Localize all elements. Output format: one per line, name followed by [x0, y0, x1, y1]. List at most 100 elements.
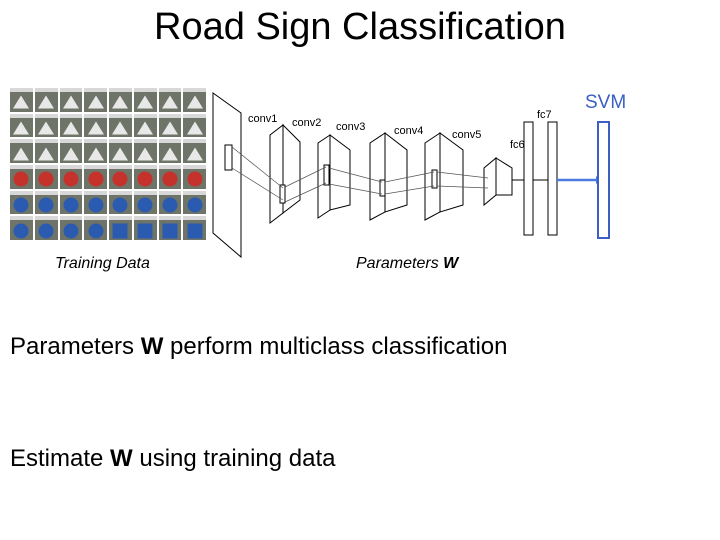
sign-thumbnail — [59, 88, 83, 112]
warning-triangle-icon — [112, 147, 129, 161]
warning-triangle-icon — [62, 147, 79, 161]
sign-thumbnail — [183, 88, 206, 112]
warning-triangle-icon — [62, 121, 79, 135]
training-data-image-grid — [10, 88, 206, 240]
kernel-1 — [224, 144, 233, 171]
round-sign-icon — [88, 171, 104, 187]
warning-triangle-icon — [161, 121, 178, 135]
sign-thumbnail — [109, 88, 132, 112]
warning-triangle-icon — [161, 147, 178, 161]
sign-thumbnail — [34, 88, 58, 112]
sign-thumbnail — [133, 164, 157, 189]
warning-triangle-icon — [13, 121, 30, 135]
conv2-block-front — [329, 134, 351, 211]
sign-thumbnail — [10, 216, 33, 240]
fc6-label: fc6 — [510, 139, 525, 151]
bullet-1-prefix: Parameters — [10, 333, 141, 360]
sign-thumbnail — [183, 139, 206, 163]
fc7-layer — [547, 121, 558, 236]
sign-thumbnail — [158, 216, 182, 240]
sign-thumbnail — [34, 113, 58, 138]
round-sign-icon — [187, 171, 203, 187]
bullet-parameters: Parameters W perform multiclass classifi… — [10, 333, 507, 361]
round-sign-icon — [63, 223, 79, 239]
slide-title: Road Sign Classification — [154, 6, 566, 48]
parameters-caption: Parameters W — [356, 255, 458, 273]
conv5-label: conv5 — [452, 129, 481, 141]
round-sign-icon — [38, 197, 54, 213]
connection-lines — [231, 146, 489, 203]
conv4-label: conv4 — [394, 125, 423, 137]
warning-triangle-icon — [137, 95, 154, 109]
square-sign-icon — [137, 223, 153, 239]
svm-label: SVM — [585, 92, 627, 113]
warning-triangle-icon — [38, 121, 55, 135]
fc7-label: fc7 — [537, 109, 552, 121]
sign-thumbnail — [10, 164, 33, 189]
sign-thumbnail — [109, 139, 132, 163]
sign-thumbnail — [109, 190, 132, 215]
conv1-block-side — [269, 123, 284, 225]
bullet-1-symbol: W — [140, 333, 164, 360]
sign-thumbnail — [84, 88, 107, 112]
square-sign-icon — [112, 223, 128, 239]
warning-triangle-icon — [13, 95, 30, 109]
sign-thumbnail — [59, 113, 83, 138]
warning-triangle-icon — [87, 95, 104, 109]
conv3-block-side — [369, 132, 386, 221]
sign-thumbnail — [109, 164, 132, 189]
round-sign-icon — [162, 197, 178, 213]
round-sign-icon — [137, 171, 153, 187]
sign-thumbnail — [133, 190, 157, 215]
sign-thumbnail — [183, 164, 206, 189]
sign-thumbnail — [59, 164, 83, 189]
cnn-architecture-diagram: conv1 conv2 conv3 conv4 conv5 fc6 fc7 — [212, 92, 610, 259]
sign-thumbnail — [84, 216, 107, 240]
sign-thumbnail — [158, 164, 182, 189]
warning-triangle-icon — [38, 147, 55, 161]
sign-thumbnail — [109, 216, 132, 240]
round-sign-icon — [63, 197, 79, 213]
round-sign-icon — [13, 197, 29, 213]
sign-thumbnail — [59, 190, 83, 215]
round-sign-icon — [187, 197, 203, 213]
warning-triangle-icon — [186, 121, 203, 135]
parameters-caption-symbol: W — [443, 255, 459, 272]
round-sign-icon — [162, 171, 178, 187]
conv3-block-front — [384, 131, 408, 213]
warning-triangle-icon — [161, 95, 178, 109]
conv4-block-front — [439, 132, 464, 213]
sign-thumbnail — [133, 88, 157, 112]
sign-thumbnail — [158, 88, 182, 112]
kernel-3 — [323, 164, 330, 186]
conv5-block-side — [483, 156, 497, 207]
warning-triangle-icon — [186, 147, 203, 161]
sign-thumbnail — [183, 113, 206, 138]
warning-triangle-icon — [13, 147, 30, 161]
sign-thumbnail — [133, 113, 157, 138]
conv1-block-front — [282, 123, 301, 215]
square-sign-icon — [162, 223, 178, 239]
warning-triangle-icon — [87, 121, 104, 135]
sign-thumbnail — [158, 113, 182, 138]
round-sign-icon — [63, 171, 79, 187]
bullet-1-suffix: perform multiclass classification — [163, 333, 508, 360]
sign-thumbnail — [59, 216, 83, 240]
sign-thumbnail — [34, 164, 58, 189]
round-sign-icon — [112, 197, 128, 213]
input-plane — [212, 92, 242, 259]
sign-thumbnail — [59, 139, 83, 163]
warning-triangle-icon — [62, 95, 79, 109]
sign-thumbnail — [84, 113, 107, 138]
warning-triangle-icon — [186, 95, 203, 109]
conv5-block-front — [495, 157, 513, 196]
round-sign-icon — [13, 171, 29, 187]
sign-thumbnail — [109, 113, 132, 138]
kernel-2 — [279, 184, 286, 204]
round-sign-icon — [112, 171, 128, 187]
fc6-layer — [523, 121, 534, 236]
conv3-label: conv3 — [336, 121, 365, 133]
sign-thumbnail — [34, 216, 58, 240]
bullet-2-symbol: W — [110, 445, 133, 472]
sign-thumbnail — [10, 190, 33, 215]
